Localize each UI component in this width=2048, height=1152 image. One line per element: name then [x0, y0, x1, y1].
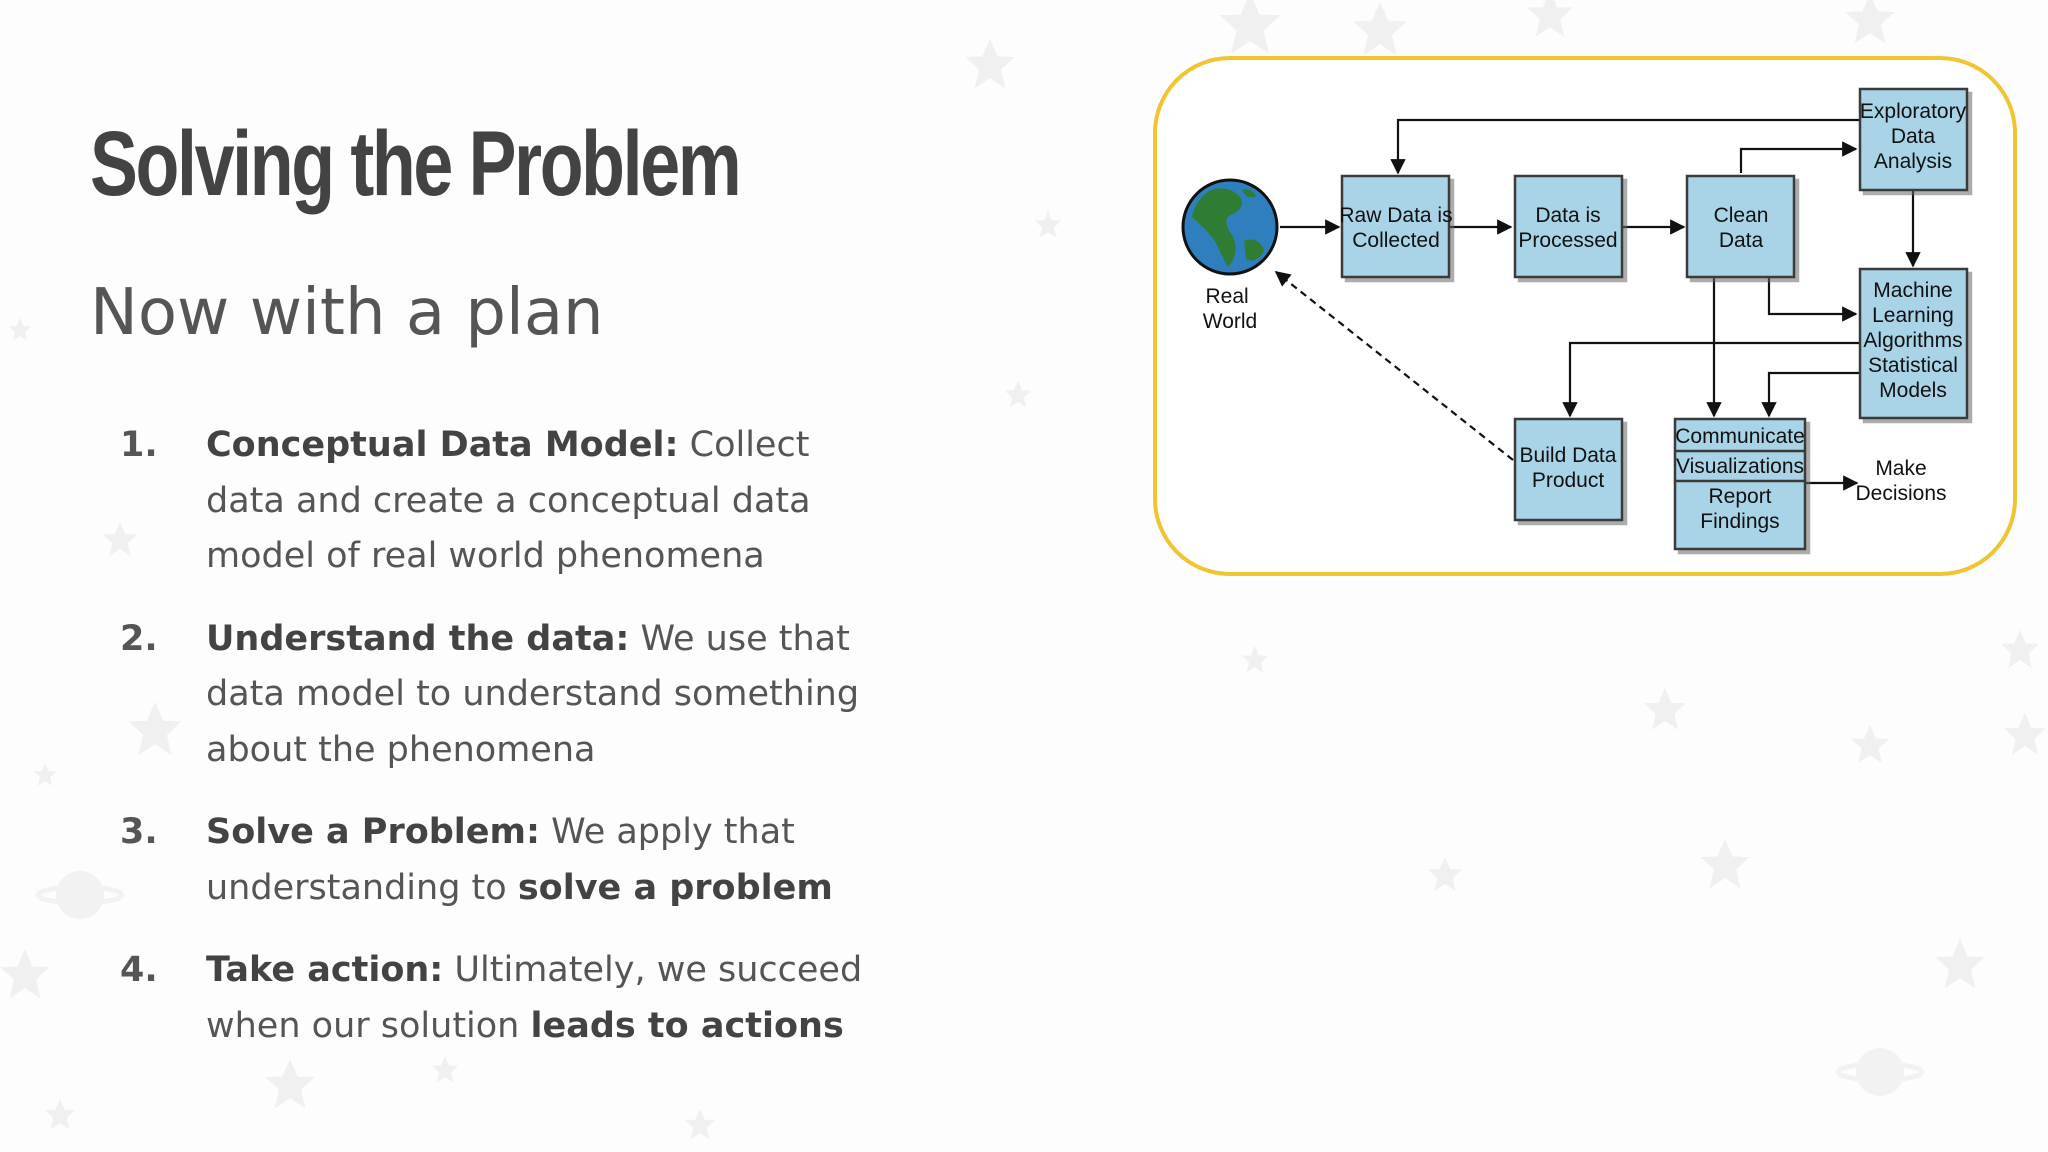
step-number: 4. — [120, 950, 158, 990]
arrow-clean-to-ml — [1767, 277, 1858, 322]
arrow-ml-to-communicate — [1761, 371, 1860, 418]
plan-steps-list: 1. Conceptual Data Model: Collect data a… — [120, 418, 880, 1081]
step-text: We use that data model to understand som… — [206, 618, 860, 770]
step-term: Understand the data: — [206, 618, 630, 659]
step-text: We apply that understanding to — [206, 812, 795, 908]
processed-box — [1513, 174, 1624, 279]
communicate-box — [1673, 417, 1807, 551]
raw-data-box — [1340, 174, 1451, 279]
visualizations-label: Visualizations — [1676, 455, 1804, 478]
globe-icon — [1181, 178, 1279, 276]
arrow-ml-to-build — [1562, 341, 1860, 418]
step-term: Take action: — [206, 950, 444, 990]
communicate-label: Communicate — [1675, 425, 1805, 448]
build-product-box — [1513, 417, 1624, 522]
arrow-build-to-world — [1274, 271, 1514, 461]
real-world-label: Real World — [1203, 285, 1257, 333]
slide-subtitle: Now with a plan — [90, 276, 604, 350]
step-number: 3. — [120, 812, 158, 852]
list-item: 2. Understand the data: We use that data… — [120, 612, 880, 779]
step-term: Conceptual Data Model: — [206, 425, 679, 465]
clean-data-box — [1685, 174, 1796, 279]
arrow-clean-to-eda — [1739, 141, 1858, 173]
step-text: Ultimately, we succeed when our solution — [206, 950, 863, 1046]
list-item: 1. Conceptual Data Model: Collect data a… — [120, 418, 880, 585]
step-text: Collect data and create a conceptual dat… — [206, 425, 811, 576]
step-term: Solve a Problem: — [206, 812, 541, 852]
eda-box — [1858, 87, 1969, 192]
step-number: 1. — [120, 425, 158, 465]
ml-box — [1858, 267, 1969, 420]
arrow-eda-to-raw — [1390, 118, 1860, 175]
step-emphasis: solve a problem — [517, 867, 833, 908]
slide-title: Solving the Problem — [90, 113, 742, 215]
step-number: 2. — [120, 618, 158, 659]
list-item: 4. Take action: Ultimately, we succeed w… — [120, 943, 880, 1054]
step-emphasis: leads to actions — [530, 1005, 844, 1046]
list-item: 3. Solve a Problem: We apply that unders… — [120, 805, 880, 916]
